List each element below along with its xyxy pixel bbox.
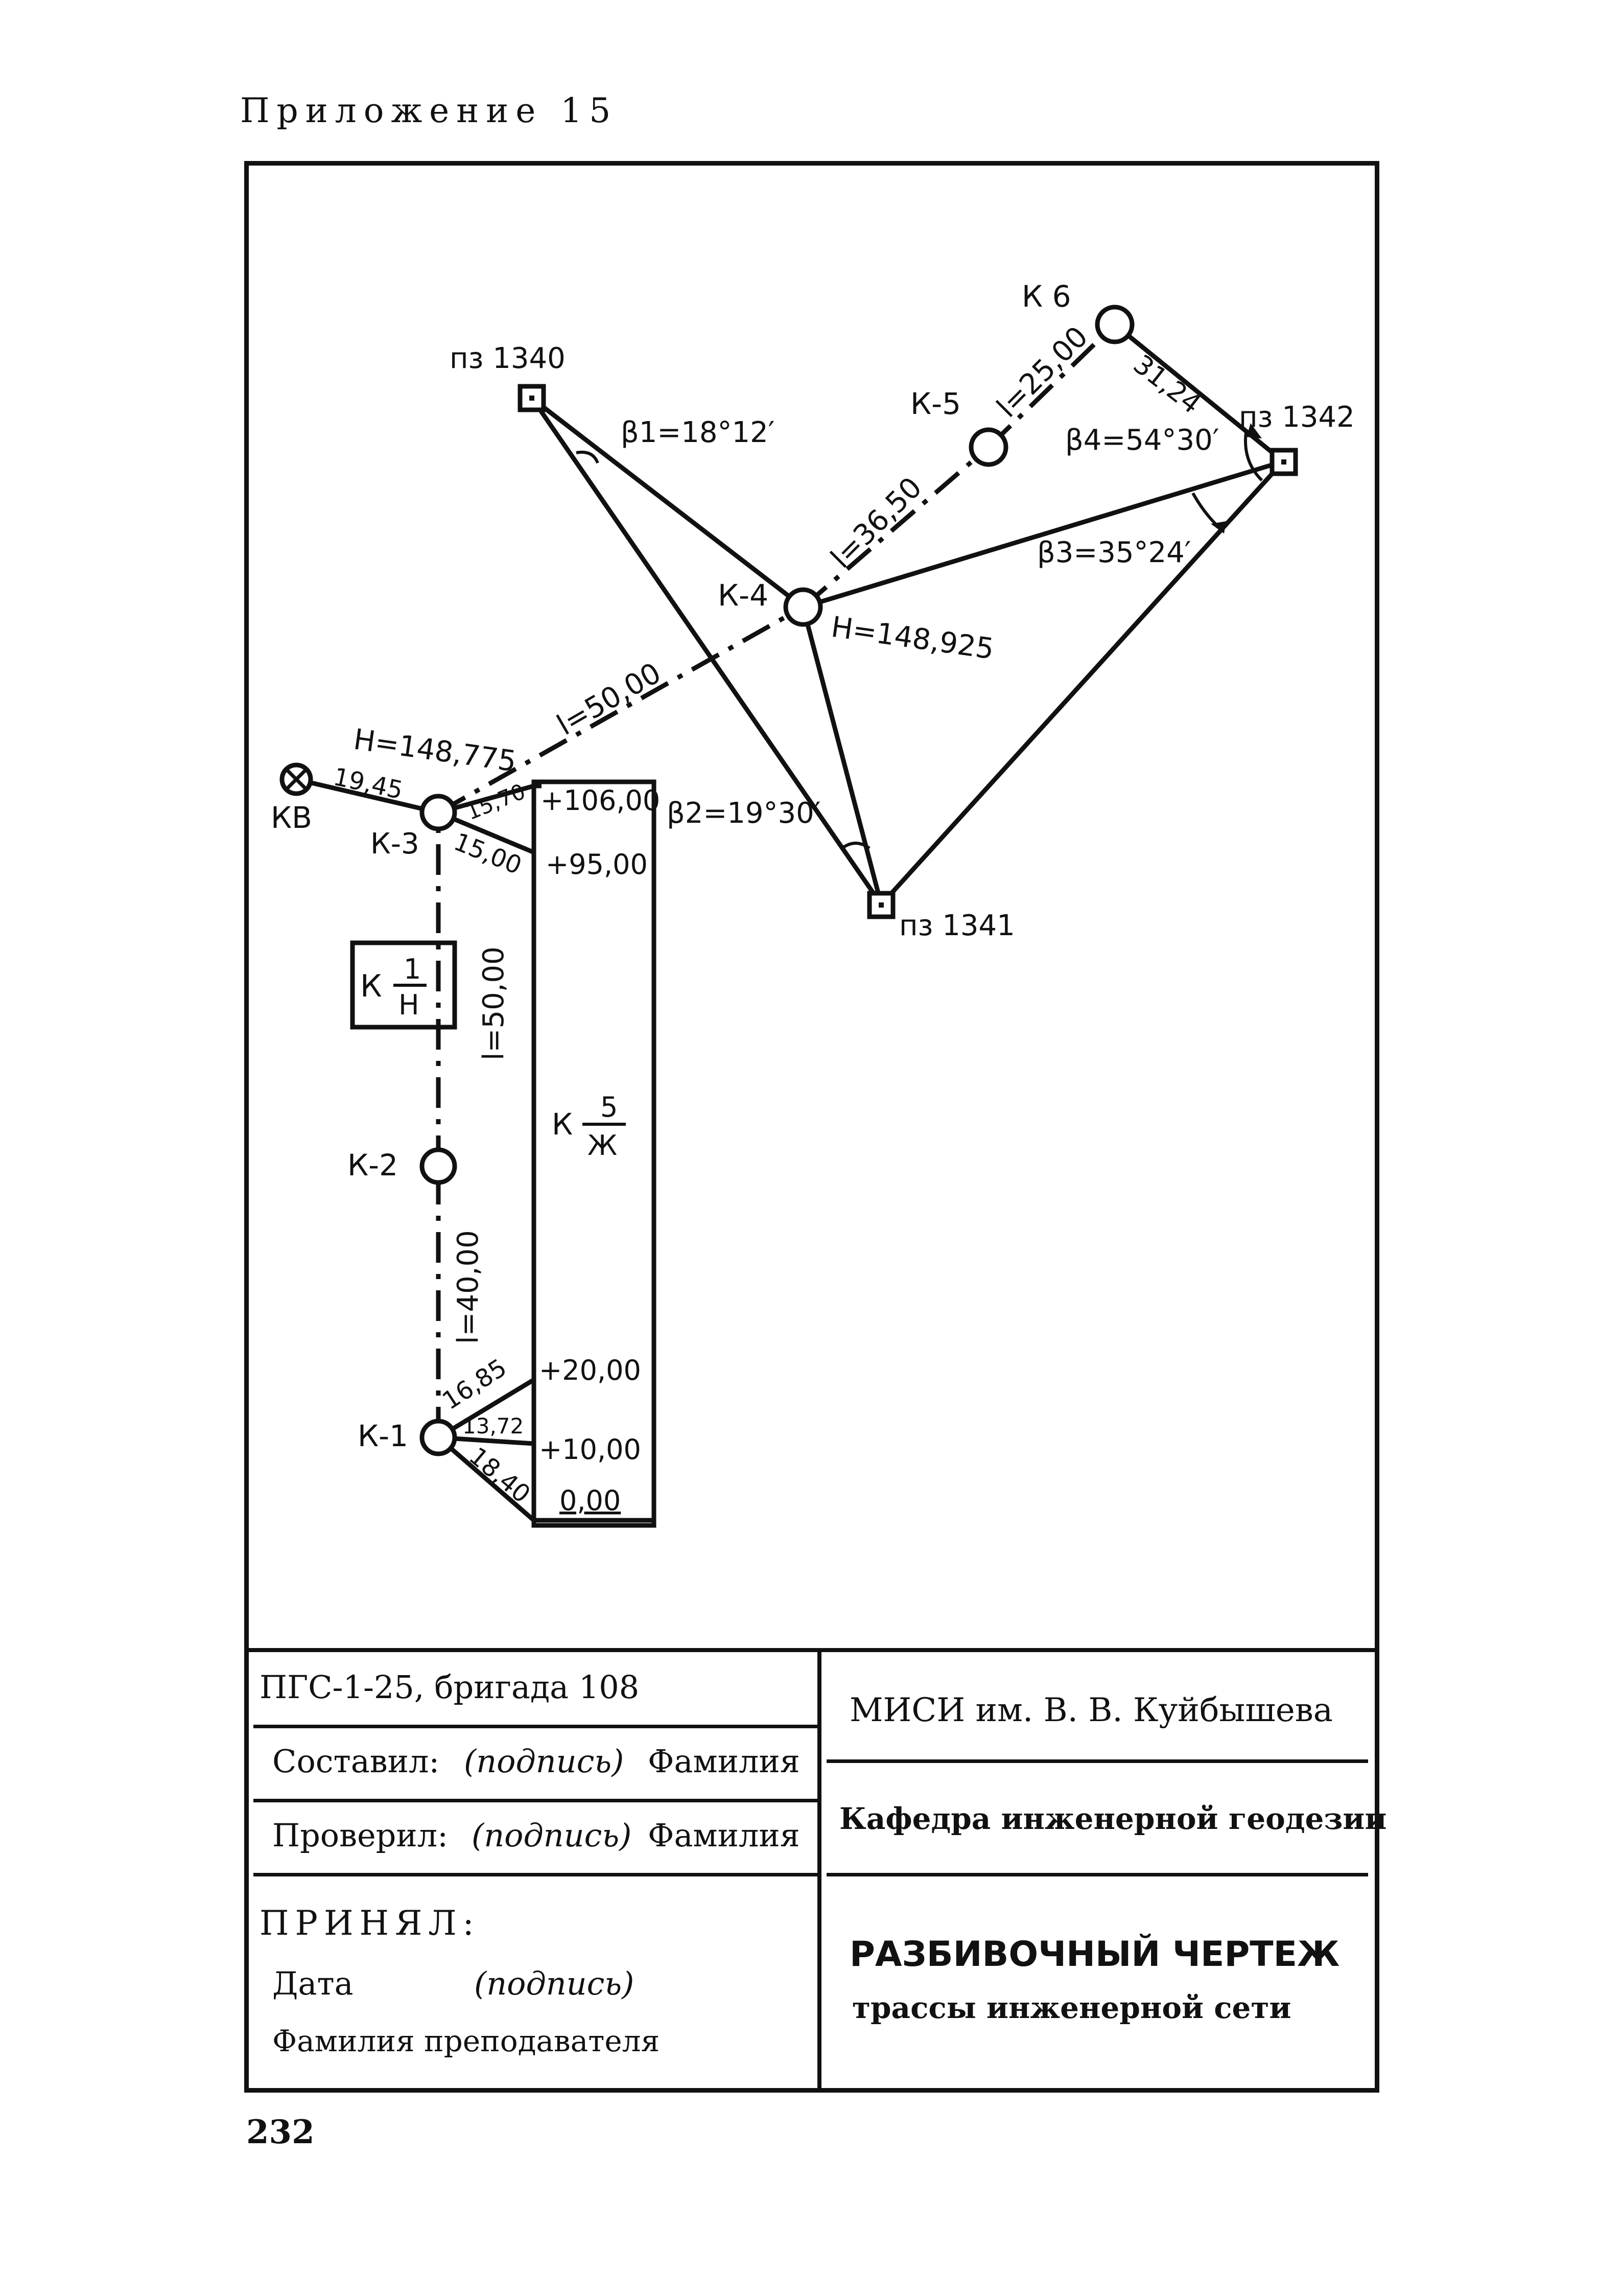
station-k1 <box>419 1419 457 1456</box>
control-point-pz1341 <box>867 891 896 919</box>
length-k4-k5: l=36,50 <box>825 471 929 575</box>
checked-signature: (подпись) <box>472 1817 632 1854</box>
well-kv-cross-b <box>285 768 308 791</box>
compiled-label: Составил: <box>272 1743 440 1780</box>
line-k4-pz1342 <box>802 459 1284 610</box>
route-k3-k4 <box>437 605 805 815</box>
line-kv-k3 <box>295 777 439 815</box>
elevation-k4: H=148,925 <box>829 610 996 666</box>
small-box-prefix: К <box>360 968 382 1004</box>
station-k4 <box>783 587 823 627</box>
title-block-top-rule <box>244 1648 1379 1652</box>
chainage-strip <box>531 779 656 1528</box>
chainage-10: +10,00 <box>539 1433 641 1466</box>
drawing-subtitle: трассы инженерной сети <box>852 1990 1291 2025</box>
title-block-right-rule-2 <box>827 1873 1368 1876</box>
label-k1: К-1 <box>358 1419 408 1453</box>
big-box-numerator: 5 <box>600 1091 618 1123</box>
length-k1-k2: l=40,00 <box>452 1230 485 1344</box>
small-box-numerator: 1 <box>404 953 421 985</box>
angle-arc-b4 <box>1244 429 1263 482</box>
group-brigade: ПГС-1-25, бригада 108 <box>260 1668 640 1706</box>
title-block-left-rule-2 <box>253 1799 817 1802</box>
label-pz1340: пз 1340 <box>450 342 566 375</box>
department-name: Кафедра инженерной геодезии <box>839 1801 1387 1836</box>
teacher-surname: Фамилия преподавателя <box>272 2024 660 2058</box>
length-k2-k3: l=50,00 <box>477 946 510 1060</box>
control-point-dot-pz1342 <box>1281 459 1286 465</box>
route-k4-k5 <box>802 445 990 609</box>
length-k5-k6: l=25,00 <box>991 320 1095 424</box>
angle-arrow-b4 <box>1247 423 1262 438</box>
drawing-title: РАЗБИВОЧНЫЙ ЧЕРТЕЖ <box>850 1934 1340 1975</box>
accepted-signature: (подпись) <box>474 1965 634 2002</box>
station-k6 <box>1095 305 1135 344</box>
title-block-left-rule-3 <box>253 1873 817 1876</box>
title-block: ПГС-1-25, бригада 108 Составил: (подпись… <box>244 1648 1386 2093</box>
compiled-signature: (подпись) <box>464 1743 624 1780</box>
length-k3-k4: l=50,00 <box>552 656 667 742</box>
label-k6: К 6 <box>1022 279 1071 314</box>
control-point-dot-pz1341 <box>879 902 884 908</box>
page-number: 232 <box>246 2113 315 2151</box>
station-k3 <box>419 794 457 831</box>
chainage-95: +95,00 <box>546 848 648 880</box>
label-pz1341: пз 1341 <box>899 909 1015 942</box>
angle-b1: β1=18°12′ <box>621 416 775 449</box>
small-box-denominator: Н <box>398 989 419 1021</box>
offset-kv-k3: 19,45 <box>331 762 406 805</box>
offset-k6-pz1342-label: 31,24 <box>1127 349 1206 420</box>
title-block-right-rule-1 <box>827 1759 1368 1763</box>
label-k4: К-4 <box>718 578 768 613</box>
checked-label: Проверил: <box>272 1817 448 1854</box>
offset-k1-c-label: 18,40 <box>463 1442 535 1509</box>
offset-k1-c <box>437 1435 535 1522</box>
page-header: Приложение 15 <box>240 91 618 130</box>
line-k4-pz1341 <box>801 606 884 906</box>
label-k2: К-2 <box>347 1148 398 1182</box>
offset-k1-b-label: 13,72 <box>462 1413 524 1439</box>
line-pz1341-pz1342 <box>879 459 1285 907</box>
compiled-surname: Фамилия <box>648 1743 800 1780</box>
angle-arrow-b3 <box>1211 521 1226 534</box>
accepted-date: Дата <box>272 1965 354 2002</box>
drawing-frame <box>244 161 1379 2093</box>
checked-surname: Фамилия <box>648 1817 800 1854</box>
accepted-heading: ПРИНЯЛ: <box>260 1904 480 1943</box>
angle-arc-b2 <box>841 842 871 850</box>
station-k2 <box>419 1147 457 1185</box>
big-box-prefix: К <box>552 1107 573 1142</box>
control-point-dot-pz1340 <box>529 396 534 401</box>
label-pz1342: пз 1342 <box>1239 401 1355 434</box>
big-box-denominator: Ж <box>587 1129 617 1162</box>
line-k6-pz1342 <box>1113 322 1285 463</box>
label-k5: К-5 <box>910 386 961 421</box>
chainage-20: +20,00 <box>539 1354 641 1386</box>
label-k3: К-3 <box>370 827 419 861</box>
angle-b2: β2=19°30′ <box>667 797 821 830</box>
line-pz1340-k4 <box>531 397 805 609</box>
control-point-pz1340 <box>518 384 546 412</box>
station-k5 <box>969 427 1008 467</box>
line-pz1340-pz1341 <box>530 397 883 906</box>
angle-b4: β4=54°30′ <box>1065 424 1219 457</box>
angle-arc-b1 <box>576 451 599 464</box>
offset-k1-a-label: 16,85 <box>437 1353 512 1416</box>
title-block-left-rule-1 <box>253 1725 817 1728</box>
label-kv: КВ <box>271 800 312 835</box>
angle-b3: β3=35°24′ <box>1037 536 1191 569</box>
chainage-106: +106,00 <box>540 784 660 817</box>
elevation-k3: H=148,775 <box>351 723 519 778</box>
title-block-divider <box>817 1648 821 2093</box>
offset-k3-a-label: 15,70 <box>462 779 529 825</box>
manhole-box-small <box>350 940 457 1030</box>
route-k5-k6 <box>986 322 1117 449</box>
institute-name: МИСИ им. В. В. Куйбышева <box>850 1691 1333 1729</box>
chainage-0: 0,00 <box>559 1485 621 1517</box>
